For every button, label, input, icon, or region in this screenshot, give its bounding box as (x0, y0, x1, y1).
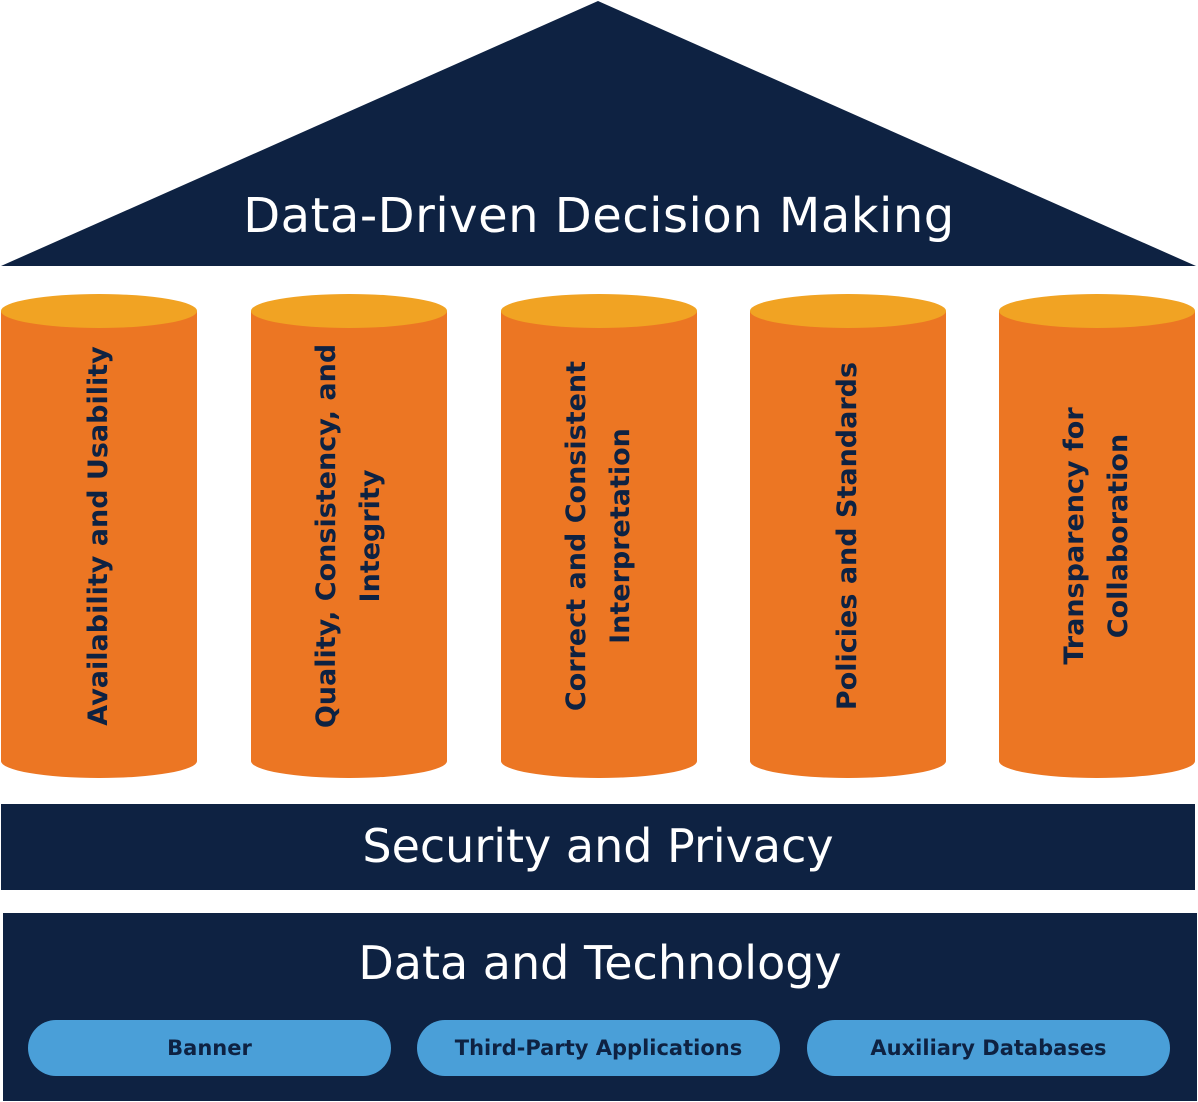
security-privacy-band: Security and Privacy (1, 804, 1195, 890)
foundation-item-auxiliary-databases: Auxiliary Databases (807, 1020, 1170, 1076)
roof-title: Data-Driven Decision Making (243, 188, 955, 244)
pillar-cylinder-shape (501, 294, 697, 778)
pillar-correct-consistent-interpretation: Correct and Consistent Interpretation (501, 294, 697, 778)
pillar-availability-usability: Availability and Usability (1, 294, 197, 778)
foundation-item-third-party-applications: Third-Party Applications (417, 1020, 780, 1076)
roof-triangle (1, 1, 1196, 266)
foundation-item-banner: Banner (28, 1020, 391, 1076)
roof: Data-Driven Decision Making (0, 0, 1198, 268)
pillar-label: Availability and Usability (83, 346, 114, 726)
pillar-cylinder-shape (1, 294, 197, 778)
pillar-policies-standards: Policies and Standards (750, 294, 946, 778)
pillar-cylinder-shape (251, 294, 447, 778)
pillar-label: Transparency for Collaboration (1059, 407, 1134, 665)
pillar-label: Quality, Consistency, and Integrity (311, 343, 386, 729)
pillar-cylinder-shape (750, 294, 946, 778)
data-technology-foundation: Data and Technology Banner Third-Party A… (3, 913, 1197, 1101)
pillar-transparency-collaboration: Transparency for Collaboration (999, 294, 1195, 778)
pillar-label: Policies and Standards (832, 361, 863, 711)
security-label: Security and Privacy (362, 819, 834, 873)
foundation-label: Data and Technology (358, 936, 842, 990)
pillar-label: Correct and Consistent Interpretation (561, 360, 636, 712)
pillar-cylinder-shape (999, 294, 1195, 778)
pillar-quality-consistency-integrity: Quality, Consistency, and Integrity (251, 294, 447, 778)
